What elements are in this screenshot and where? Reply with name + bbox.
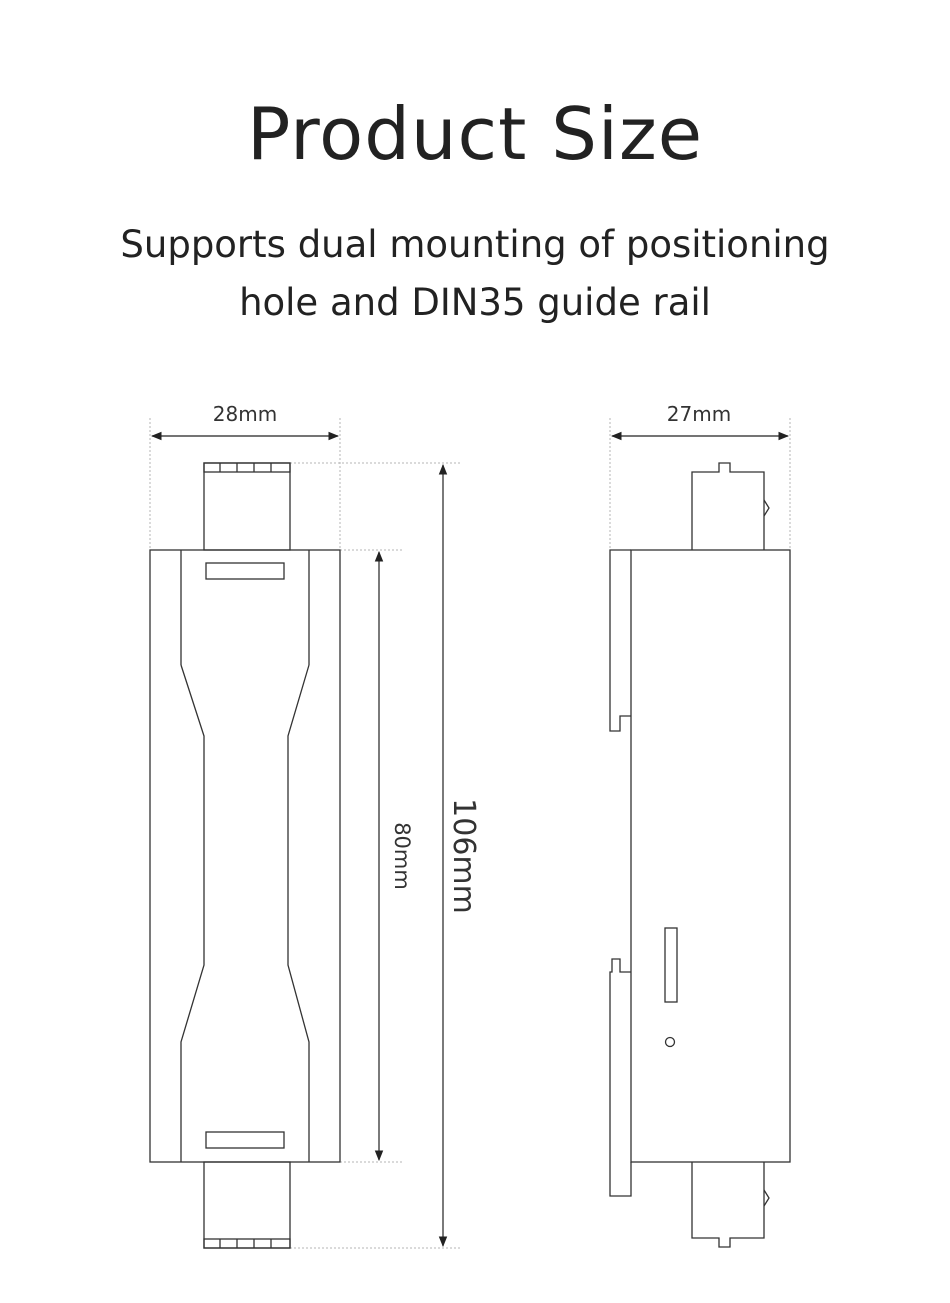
side-depth-label: 27mm <box>667 402 731 426</box>
side-extension-lines <box>609 418 791 550</box>
side-view <box>609 418 791 1248</box>
page-title: Product Size <box>246 92 704 176</box>
subtitle-line-2: hole and DIN35 guide rail <box>239 281 711 324</box>
side-led <box>664 1036 676 1048</box>
side-rail-clip-lower <box>609 958 632 1197</box>
front-top-connector <box>203 462 291 551</box>
page-subtitle: Supports dual mounting of positioning ho… <box>60 216 890 332</box>
side-rail-clip-upper <box>609 549 631 732</box>
side-body <box>630 549 791 1163</box>
front-extension-lines <box>149 418 462 1249</box>
front-body-height-label: 80mm <box>390 822 414 890</box>
subtitle-line-1: Supports dual mounting of positioning <box>120 223 830 266</box>
front-bottom-connector <box>203 1161 291 1249</box>
front-label-window-top <box>205 562 285 580</box>
front-body-waist <box>180 664 310 1162</box>
front-label-window-bottom <box>205 1131 285 1149</box>
side-top-connector <box>691 462 765 550</box>
front-total-height-label: 106mm <box>446 798 481 914</box>
side-indicator-slot <box>664 927 678 1003</box>
side-bottom-connector <box>691 1162 765 1248</box>
front-view <box>149 418 462 1249</box>
front-body <box>149 549 341 1163</box>
front-width-label: 28mm <box>213 402 277 426</box>
